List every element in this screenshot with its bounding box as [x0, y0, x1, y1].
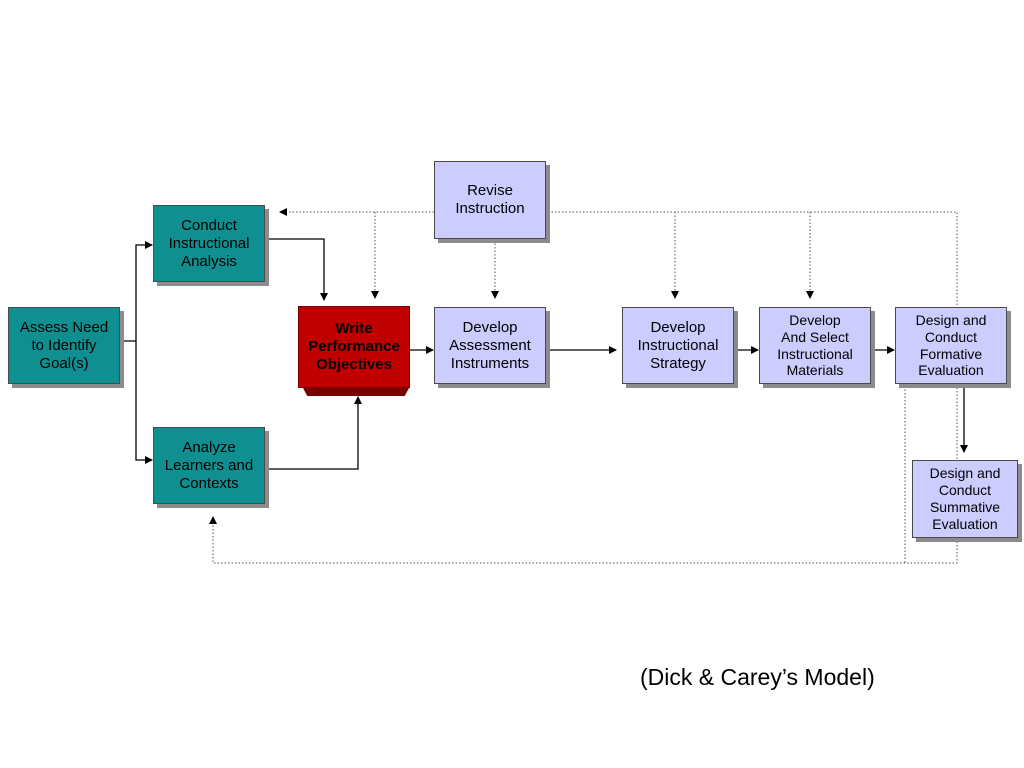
revise-instruction-box: Revise Instruction	[434, 161, 546, 239]
assess-need-label: Assess Need to Identify Goal(s)	[19, 318, 109, 372]
develop-materials-box: Develop And Select Instructional Materia…	[759, 307, 871, 384]
write-objectives-box: Write Performance Objectives	[298, 306, 410, 388]
arrow-conduct-to-objectives	[268, 238, 328, 301]
formative-evaluation-label: Design and Conduct Formative Evaluation	[915, 311, 987, 379]
feedback-loop-right	[209, 211, 958, 564]
conduct-analysis-label: Conduct Instructional Analysis	[168, 216, 250, 270]
develop-strategy-box: Develop Instructional Strategy	[622, 307, 734, 384]
develop-materials-label: Develop And Select Instructional Materia…	[777, 311, 853, 379]
develop-strategy-label: Develop Instructional Strategy	[637, 318, 719, 372]
summative-evaluation-box: Design and Conduct Summative Evaluation	[912, 460, 1018, 538]
write-objectives-label: Write Performance Objectives	[308, 320, 400, 373]
develop-assessment-label: Develop Assessment Instruments	[449, 318, 531, 372]
formative-evaluation-box: Design and Conduct Formative Evaluation	[895, 307, 1007, 384]
revise-instruction-label: Revise Instruction	[455, 182, 525, 217]
analyze-learners-label: Analyze Learners and Contexts	[164, 438, 254, 492]
assess-need-box: Assess Need to Identify Goal(s)	[8, 307, 120, 384]
arrow-analyze-to-objectives	[268, 396, 362, 470]
develop-assessment-box: Develop Assessment Instruments	[434, 307, 546, 384]
arrow-assess-to-analyze	[135, 341, 153, 464]
diagram-caption: (Dick & Carey’s Model)	[640, 664, 875, 690]
summative-evaluation-label: Design and Conduct Summative Evaluation	[929, 465, 1001, 532]
analyze-learners-box: Analyze Learners and Contexts	[153, 427, 265, 504]
conduct-analysis-box: Conduct Instructional Analysis	[153, 205, 265, 282]
arrow-assess-to-conduct	[122, 241, 153, 342]
